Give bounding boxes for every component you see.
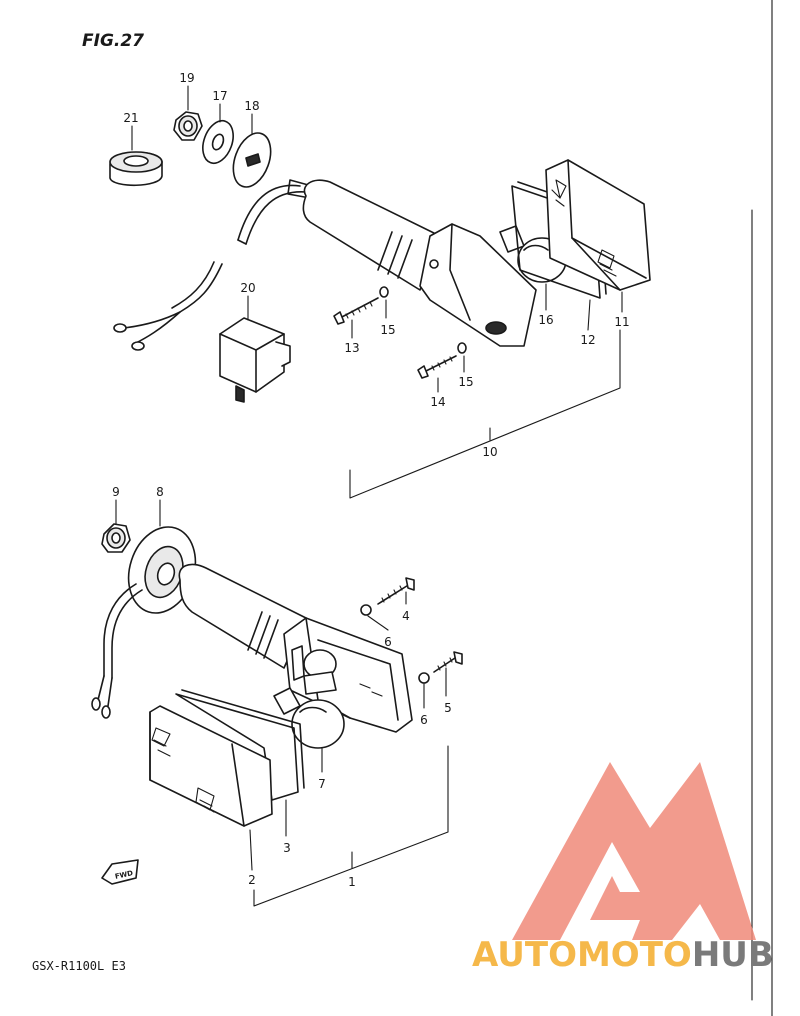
watermark-text: AUTOMOTOHUB	[472, 935, 774, 975]
washer-icon	[202, 119, 234, 165]
part-label-6a: 6	[384, 635, 392, 649]
screw-icon-2	[417, 355, 457, 379]
nut-icon	[173, 111, 203, 141]
group-bracket-10	[349, 329, 621, 499]
part-label-11: 11	[614, 315, 629, 329]
part-label-21: 21	[123, 111, 138, 125]
small-washer-icon-lower-a	[360, 604, 372, 616]
part-label-16: 16	[538, 313, 553, 327]
part-label-13: 13	[344, 341, 359, 355]
group-bracket-1	[253, 745, 449, 907]
part-label-6b: 6	[420, 713, 428, 727]
part-label-8: 8	[156, 485, 164, 499]
part-label-4: 4	[402, 609, 410, 623]
part-label-3: 3	[283, 841, 291, 855]
small-washer-icon-2	[457, 342, 467, 354]
watermark-logo-icon	[512, 762, 756, 940]
lens-gasket-icon-lower	[175, 689, 305, 801]
watermark-triangle-inner	[560, 842, 640, 940]
part-label-15b: 15	[458, 375, 473, 389]
bulb-icon-lower	[273, 687, 345, 749]
part-label-7: 7	[318, 777, 326, 791]
screw-icon-lower-5	[433, 651, 463, 673]
part-label-19: 19	[179, 71, 194, 85]
lower-wires-icon	[91, 583, 143, 719]
small-washer-icon	[379, 286, 389, 298]
part-label-1: 1	[348, 875, 356, 889]
part-label-9: 9	[112, 485, 120, 499]
part-label-12: 12	[580, 333, 595, 347]
part-label-17: 17	[212, 89, 227, 103]
part-label-2: 2	[248, 873, 256, 887]
screw-icon	[333, 297, 379, 325]
part-label-15a: 15	[380, 323, 395, 337]
lower-signal-housing-icon	[178, 563, 413, 733]
screw-icon-lower-4	[377, 577, 415, 605]
part-label-10: 10	[482, 445, 497, 459]
fwd-label: FWD	[114, 869, 134, 881]
lens-icon-lower	[149, 705, 273, 827]
upper-wires-icon	[113, 261, 223, 351]
fwd-arrow-icon: FWD	[101, 859, 139, 885]
model-code: GSX-R1100L E3	[32, 959, 126, 973]
part-label-5: 5	[444, 701, 452, 715]
grommet-icon	[109, 151, 163, 187]
part-label-14: 14	[430, 395, 445, 409]
rubber-washer-icon	[232, 132, 272, 188]
mounting-gasket-icon	[127, 526, 197, 614]
watermark-triangle-outer	[512, 762, 756, 940]
relay-icon	[219, 317, 291, 403]
watermark-text-part2: HUB	[692, 935, 774, 975]
lens-icon	[545, 159, 651, 291]
upper-signal-housing-icon	[237, 179, 537, 347]
leader-lines-upper	[131, 85, 623, 393]
small-washer-icon-lower-b	[418, 672, 430, 684]
part-label-18: 18	[244, 99, 259, 113]
figure-title: FIG.27	[82, 31, 144, 51]
part-label-20: 20	[240, 281, 255, 295]
nut-icon-lower	[101, 523, 131, 553]
part-labels: 19 17 18 21 20 13 15 14 15 16 12 11 10 9…	[112, 71, 629, 889]
leader-lines-lower	[115, 499, 447, 871]
watermark-text-part1: AUTOMOTO	[472, 935, 692, 975]
